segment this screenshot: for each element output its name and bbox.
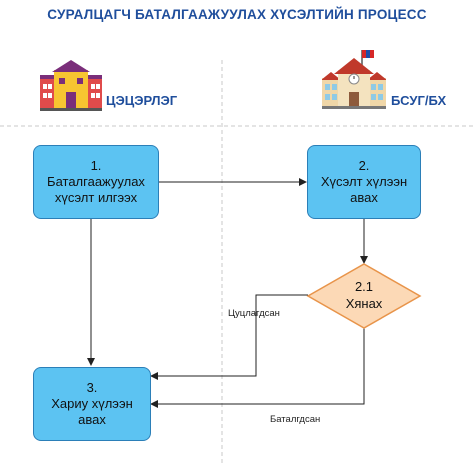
process-step-3[interactable]: 3. Хариу хүлээн авах	[33, 367, 151, 441]
step-2-text-line2: авах	[350, 190, 378, 205]
step-21-text: Хянах	[345, 296, 383, 311]
kindergarten-building-icon	[40, 60, 102, 111]
step-3-text-line2: авах	[78, 412, 106, 427]
step-3-text-line1: Хариу хүлээн	[51, 396, 133, 411]
arrow-21-to-3-approved	[150, 327, 365, 408]
step-21-number: 2.1	[354, 279, 374, 294]
decision-step-21[interactable]: 2.1 Хянах	[318, 278, 410, 312]
step-2-number: 2.	[358, 158, 370, 173]
step-1-text-line1: Баталгаажуулах	[47, 174, 145, 189]
step-3-number: 3.	[86, 380, 98, 395]
edge-label-approved: Баталгдсан	[270, 414, 321, 425]
school-building-with-flag-icon	[322, 50, 386, 109]
diagram-title: СУРАЛЦАГЧ БАТАЛГААЖУУЛАХ ХҮСЭЛТИЙН ПРОЦЕ…	[47, 7, 427, 22]
step-1-text-line2: хүсэлт илгээх	[54, 190, 138, 205]
edge-label-rejected: Цуцлагдсан	[228, 308, 280, 319]
arrow-21-to-3-rejected	[150, 294, 308, 380]
decision-diamond	[306, 263, 422, 329]
lane-label-school: БСУГ/БХ	[391, 93, 447, 108]
process-step-2[interactable]: 2. Хүсэлт хүлээн авах	[307, 145, 421, 219]
step-1-number: 1.	[90, 158, 102, 173]
lane-label-kindergarten: ЦЭЦЭРЛЭГ	[106, 93, 178, 108]
step-2-text-line1: Хүсэлт хүлээн	[320, 174, 408, 189]
process-step-1[interactable]: 1. Баталгаажуулах хүсэлт илгээх	[33, 145, 159, 219]
